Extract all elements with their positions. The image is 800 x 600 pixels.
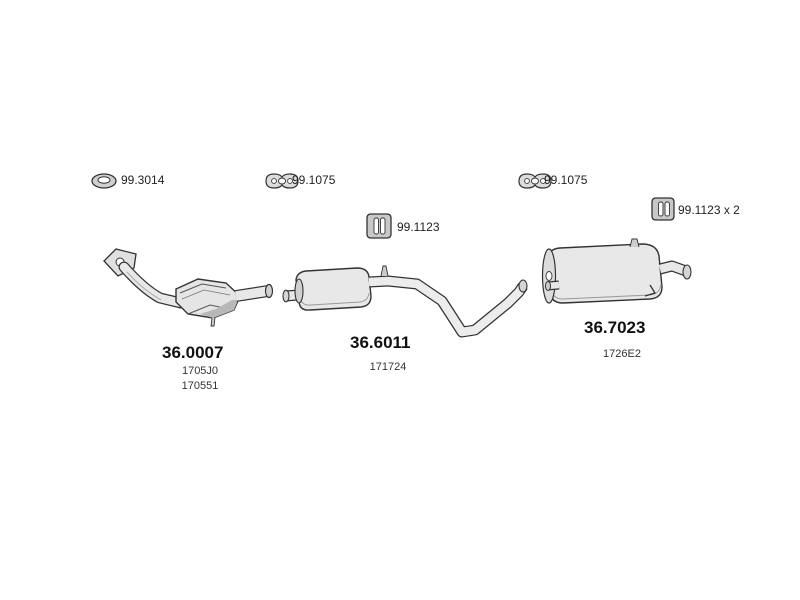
part-number: 36.6011 xyxy=(350,333,411,352)
reference-code: 1705J0 xyxy=(181,365,219,377)
accessory-code: 99.1123 x 2 xyxy=(678,203,740,217)
part-number: 36.7023 xyxy=(584,318,646,337)
catalytic-converter xyxy=(104,249,273,326)
accessory-code: 99.3014 xyxy=(121,173,165,187)
rear-silencer xyxy=(543,239,692,303)
reference-code: 1726E2 xyxy=(603,348,641,360)
accessory-code: 99.1123 xyxy=(397,220,440,234)
flange-gasket-icon xyxy=(519,174,551,188)
accessory-code: 99.1075 xyxy=(292,173,336,187)
rubber-hanger-icon xyxy=(367,214,391,238)
reference-code: 171724 xyxy=(369,361,407,373)
reference-code: 170551 xyxy=(181,380,219,392)
flange-gasket-icon xyxy=(266,174,298,188)
rubber-hanger-icon xyxy=(652,198,674,220)
part-number: 36.0007 xyxy=(162,343,224,362)
middle-silencer-pipe xyxy=(283,266,527,332)
gasket-ring-icon xyxy=(92,174,116,188)
accessory-code: 99.1075 xyxy=(544,173,588,187)
